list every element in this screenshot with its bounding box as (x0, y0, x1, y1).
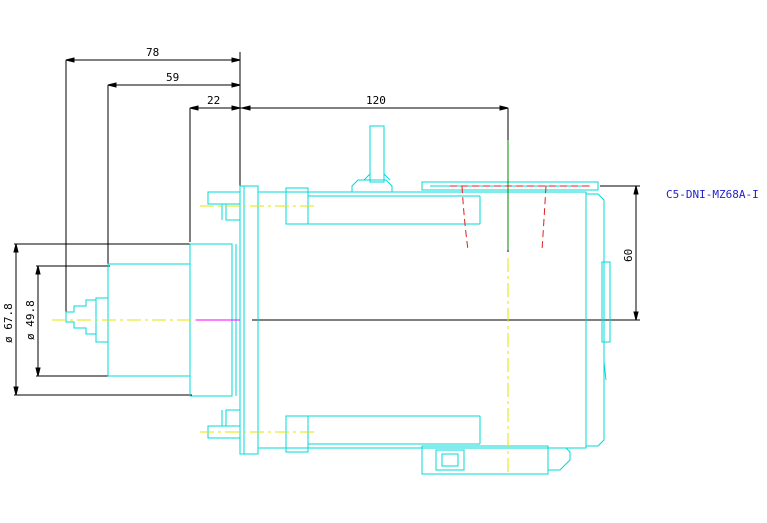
dim-60-label: 60 (622, 249, 635, 262)
dimension-lines (13, 52, 640, 396)
hidden-lines (450, 185, 590, 251)
dim-dia-67-8-label: ø 67.8 (2, 303, 15, 343)
dim-59-label: 59 (166, 71, 179, 84)
dim-78-label: 78 (146, 46, 159, 59)
centerlines (52, 205, 509, 474)
motor-outline (65, 125, 611, 475)
dim-dia-49-8-label: ø 49.8 (24, 300, 37, 340)
part-number-label: C5-DNI-MZ68A-I (666, 188, 759, 201)
dim-22-label: 22 (207, 94, 220, 107)
dim-120-label: 120 (366, 94, 386, 107)
